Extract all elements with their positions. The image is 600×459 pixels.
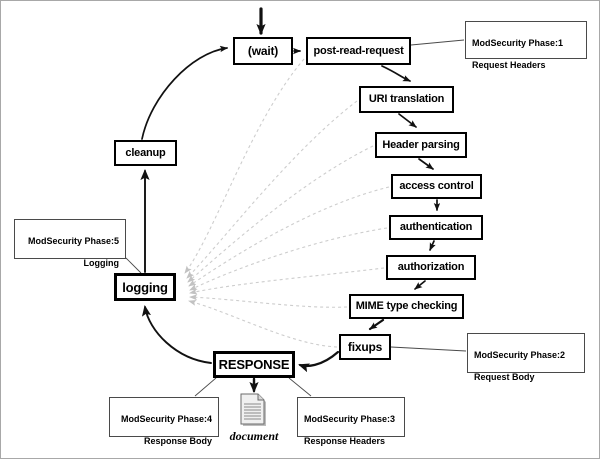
logging-edge-header xyxy=(187,145,374,283)
note-phase-2-line-2: Request Body xyxy=(474,372,535,382)
logging-edge-fixups xyxy=(188,299,338,348)
note-connector-phase4 xyxy=(194,377,217,397)
logging-edge-access xyxy=(188,186,390,287)
document-icon-label: document xyxy=(229,429,279,443)
node-header-parsing-label: Header parsing xyxy=(382,138,460,151)
note-phase-1-line-2: Request Headers xyxy=(472,60,546,70)
flow-edge-authz-mime xyxy=(414,280,426,290)
node-logging-label: logging xyxy=(122,279,168,295)
flow-edge-cleanup-wait xyxy=(141,45,228,140)
logging-edge-post-read xyxy=(184,58,305,274)
node-fixups-label: fixups xyxy=(347,340,383,354)
note-modsecurity-phase-5: ModSecurity Phase:5 Logging xyxy=(14,219,126,268)
note-modsecurity-phase-1: ModSecurity Phase:1 Request Headers xyxy=(465,21,587,70)
node-fixups[interactable]: fixups xyxy=(339,334,391,360)
flow-edge-mime-fixups xyxy=(368,318,385,331)
note-phase-3-line-2: Response Headers xyxy=(304,436,386,446)
node-wait-label: (wait) xyxy=(247,44,279,58)
node-cleanup-label: cleanup xyxy=(125,146,166,159)
node-post-read-request[interactable]: post-read-request xyxy=(306,37,411,65)
note-connector-phase5 xyxy=(125,257,142,274)
node-authorization[interactable]: authorization xyxy=(386,255,476,280)
flow-edge-post-read-uri xyxy=(381,65,411,82)
node-response-label: RESPONSE xyxy=(218,357,290,372)
note-phase-4-line-2: Response Body xyxy=(143,436,212,446)
node-authentication-label: authentication xyxy=(399,221,473,233)
logging-edge-authn xyxy=(189,227,388,291)
node-uri-translation[interactable]: URI translation xyxy=(359,86,454,113)
flow-edge-group xyxy=(140,7,441,393)
node-authentication[interactable]: authentication xyxy=(389,215,483,240)
node-mime-type-checking-label: MIME type checking xyxy=(355,300,458,312)
note-modsecurity-phase-3: ModSecurity Phase:3 Response Headers xyxy=(297,397,405,446)
node-logging[interactable]: logging xyxy=(114,273,176,301)
note-modsecurity-phase-2: ModSecurity Phase:2 Request Body xyxy=(467,333,585,382)
node-access-control-label: access control xyxy=(399,180,474,192)
logging-edge-group xyxy=(184,58,390,348)
flow-edge-header-access xyxy=(418,158,434,170)
logging-edge-uri xyxy=(186,100,358,279)
note-connector-phase2 xyxy=(390,346,467,352)
note-modsecurity-phase-4: ModSecurity Phase:4 Response Body xyxy=(109,397,219,446)
note-connector-phase3 xyxy=(288,377,312,397)
logging-edge-mime xyxy=(189,294,348,308)
node-uri-translation-label: URI translation xyxy=(368,93,445,105)
note-connector-phase1 xyxy=(410,39,465,46)
logging-edge-authz xyxy=(189,267,385,295)
note-phase-4-line-1: ModSecurity Phase:4 xyxy=(120,414,212,424)
note-phase-2-line-1: ModSecurity Phase:2 xyxy=(474,350,566,360)
flow-edge-fixups-response xyxy=(298,350,340,373)
note-phase-1-line-1: ModSecurity Phase:1 xyxy=(472,38,564,48)
node-post-read-request-label: post-read-request xyxy=(313,44,404,57)
note-phase-3-line-1: ModSecurity Phase:3 xyxy=(304,414,396,424)
node-authorization-label: authorization xyxy=(397,261,465,273)
node-access-control[interactable]: access control xyxy=(391,174,482,199)
node-cleanup[interactable]: cleanup xyxy=(114,140,177,166)
node-header-parsing[interactable]: Header parsing xyxy=(375,132,467,158)
document-icon xyxy=(240,393,266,426)
note-phase-5-line-2: Logging xyxy=(83,258,120,268)
flow-edge-uri-header xyxy=(398,113,417,128)
node-wait[interactable]: (wait) xyxy=(233,37,293,65)
note-connector-group xyxy=(125,39,467,397)
note-phase-5-line-1: ModSecurity Phase:5 xyxy=(27,236,119,246)
flow-edge-authn-authz xyxy=(429,240,436,251)
node-response[interactable]: RESPONSE xyxy=(213,351,295,378)
flow-edge-response-logging xyxy=(141,305,212,364)
node-mime-type-checking[interactable]: MIME type checking xyxy=(349,294,464,319)
